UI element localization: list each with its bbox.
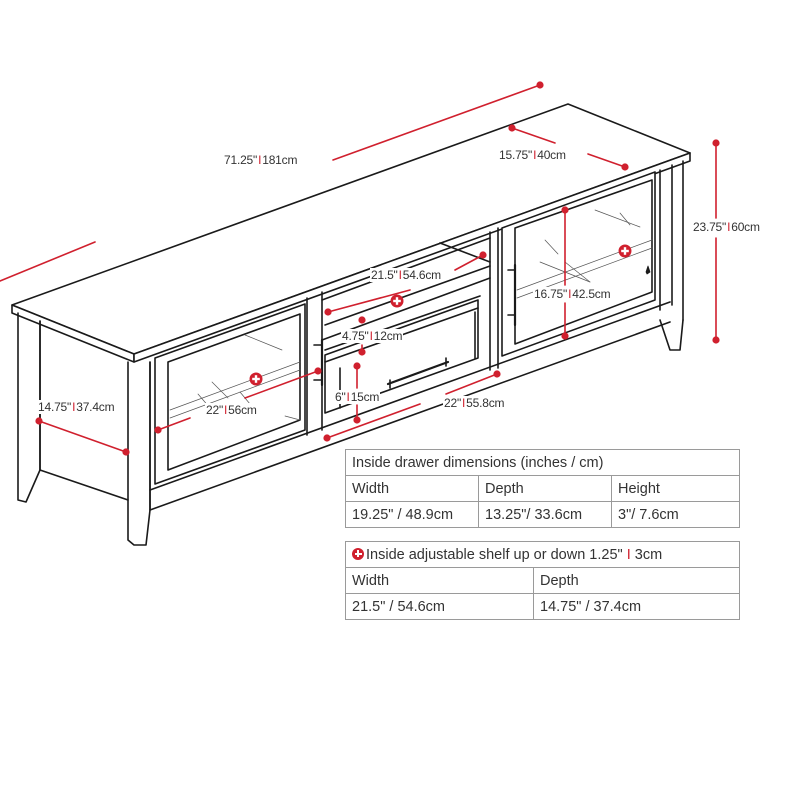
shelf-title-text: Inside adjustable shelf up or down 1.25": [366, 546, 623, 563]
label-overall-width: 71.25"I181cm: [223, 153, 299, 167]
separator: I: [727, 220, 731, 234]
inches-value: 22": [444, 396, 462, 410]
label-top-depth: 15.75"I40cm: [498, 148, 567, 162]
value-depth: 14.75" / 37.4cm: [533, 593, 740, 620]
drawer-front: [324, 299, 479, 414]
label-overall-height: 23.75"I60cm: [692, 220, 761, 234]
value-width: 21.5" / 54.6cm: [345, 593, 534, 620]
table-header-row: Width Depth Height: [345, 475, 740, 502]
drawer-dimensions-table: Inside drawer dimensions (inches / cm) W…: [345, 449, 740, 528]
table-title: Inside adjustable shelf up or down 1.25"…: [345, 541, 740, 568]
separator: I: [224, 403, 228, 417]
header-height: Height: [611, 475, 740, 502]
inches-value: 21.5": [371, 268, 398, 282]
separator: I: [398, 268, 402, 282]
table-caption-row: Inside adjustable shelf up or down 1.25"…: [345, 541, 740, 568]
cm-value: 40cm: [537, 148, 566, 162]
table-row: 21.5" / 54.6cm 14.75" / 37.4cm: [345, 593, 740, 620]
separator: I: [568, 287, 572, 301]
cm-value: 60cm: [731, 220, 760, 234]
inches-value: 23.75": [693, 220, 727, 234]
separator: I: [533, 148, 537, 162]
table-title: Inside drawer dimensions (inches / cm): [345, 449, 740, 476]
label-drawer-width: 22"I55.8cm: [443, 396, 506, 410]
adjustable-shelf-markers: [249, 244, 632, 386]
separator: I: [72, 400, 76, 414]
cm-value: 55.8cm: [466, 396, 505, 410]
cm-value: 37.4cm: [76, 400, 115, 414]
shelf-dimensions-table: Inside adjustable shelf up or down 1.25"…: [345, 541, 740, 620]
separator: I: [258, 153, 262, 167]
header-depth: Depth: [533, 567, 740, 594]
separator: I: [462, 396, 466, 410]
cm-value: 15cm: [350, 390, 380, 404]
inches-value: 22": [206, 403, 224, 417]
inches-value: 14.75": [38, 400, 72, 414]
label-door-opening-height: 16.75"I42.5cm: [533, 287, 612, 301]
label-center-shelf-width: 21.5"I54.6cm: [370, 268, 442, 282]
label-drawer-height: 6"I15cm: [334, 390, 381, 404]
top-right-edge: [133, 152, 691, 363]
inches-value: 16.75": [534, 287, 568, 301]
cm-value: 12cm: [373, 329, 403, 343]
plus-circle-icon: [352, 547, 364, 560]
cm-value: 181cm: [262, 153, 298, 167]
header-width: Width: [345, 475, 479, 502]
plus-circle-icon: [249, 372, 263, 386]
plus-circle-icon: [618, 244, 632, 258]
separator: I: [369, 329, 373, 343]
value-depth: 13.25"/ 33.6cm: [478, 501, 612, 528]
value-width: 19.25" / 48.9cm: [345, 501, 479, 528]
inches-value: 6": [335, 390, 346, 404]
plus-circle-icon: [390, 294, 404, 308]
shelf-title-cm: 3cm: [634, 546, 663, 563]
separator: I: [626, 546, 631, 563]
label-left-cabinet-width: 22"I56cm: [205, 403, 258, 417]
front-left-leg: [127, 361, 151, 546]
header-depth: Depth: [478, 475, 612, 502]
inches-value: 15.75": [499, 148, 533, 162]
dimension-lines: [0, 81, 720, 456]
front-right-leg: [659, 319, 684, 351]
cm-value: 56cm: [228, 403, 257, 417]
label-side-depth: 14.75"I37.4cm: [37, 400, 116, 414]
label-center-opening-height: 4.75"I12cm: [341, 329, 404, 343]
value-height: 3"/ 7.6cm: [611, 501, 740, 528]
table-row: 19.25" / 48.9cm 13.25"/ 33.6cm 3"/ 7.6cm: [345, 501, 740, 528]
table-caption-row: Inside drawer dimensions (inches / cm): [345, 449, 740, 476]
cm-value: 42.5cm: [572, 287, 611, 301]
inches-value: 71.25": [224, 153, 258, 167]
inches-value: 4.75": [342, 329, 369, 343]
cm-value: 54.6cm: [402, 268, 441, 282]
header-width: Width: [345, 567, 534, 594]
furniture-outline: [11, 103, 691, 546]
separator: I: [346, 390, 350, 404]
left-door: [154, 303, 306, 485]
table-header-row: Width Depth: [345, 567, 740, 594]
